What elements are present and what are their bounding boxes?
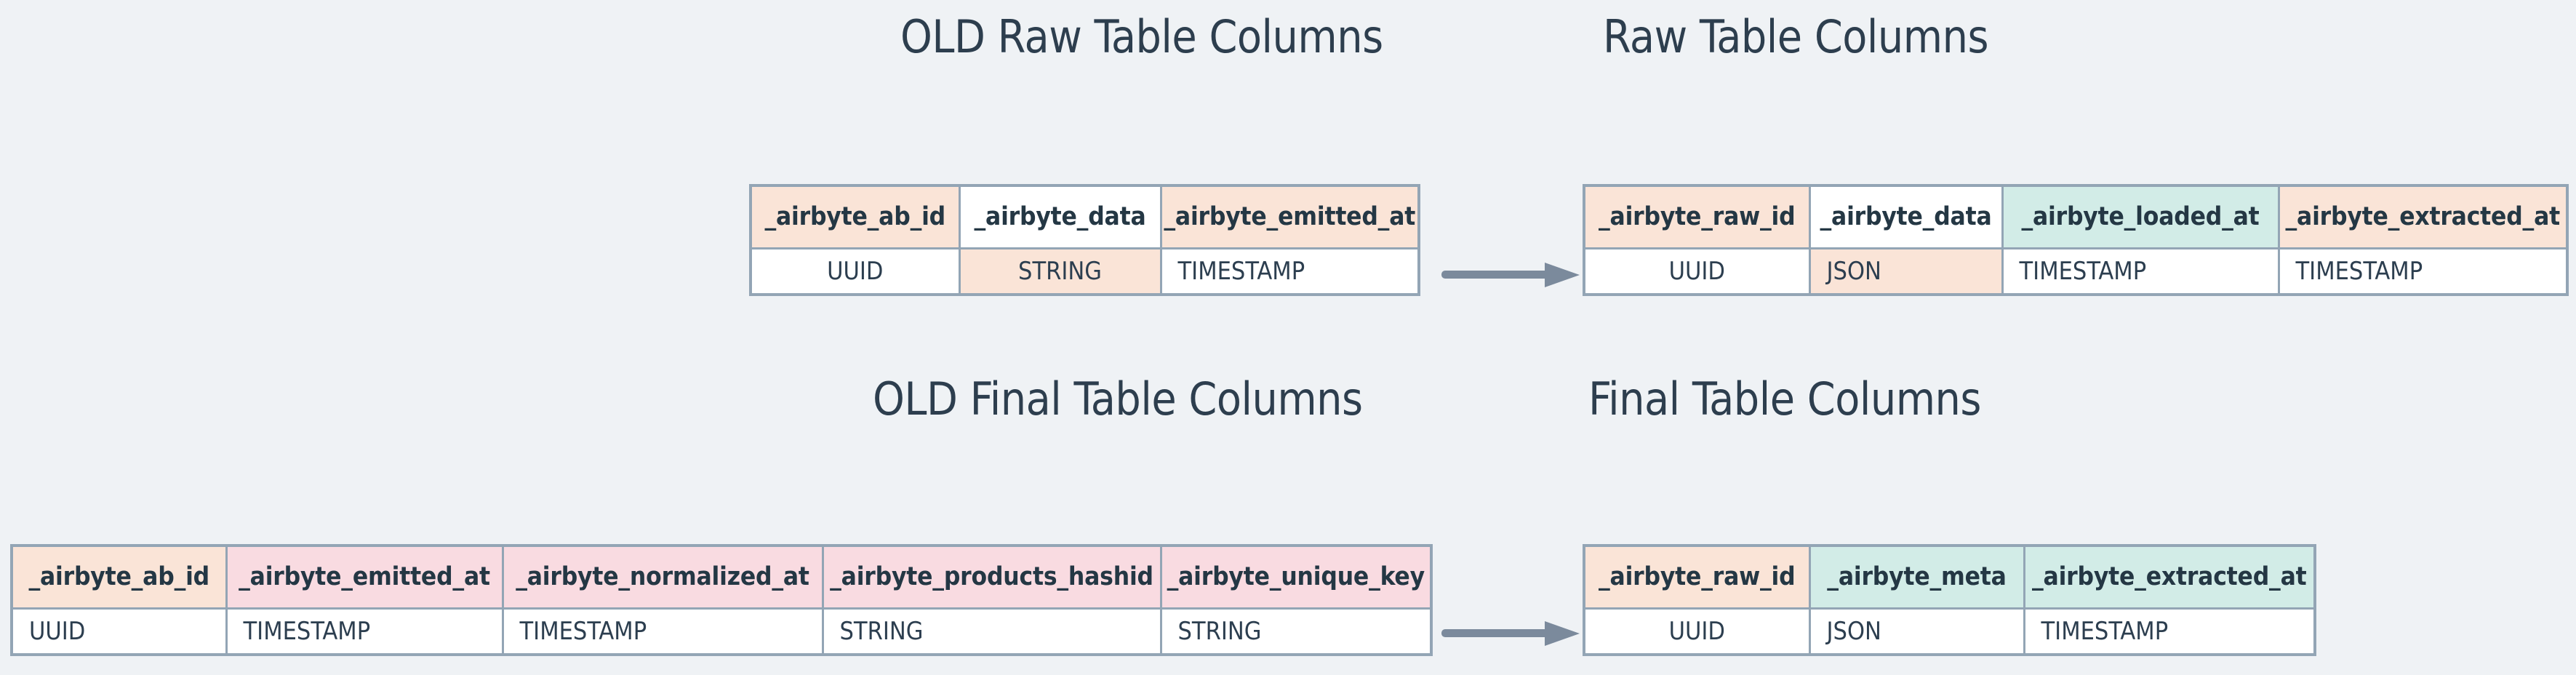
column-type-cell: TIMESTAMP xyxy=(501,607,824,656)
column-type-cell: TIMESTAMP xyxy=(225,607,504,656)
column-header-cell: _airbyte_unique_key xyxy=(1159,544,1433,610)
column-header-cell: _airbyte_raw_id xyxy=(1583,184,1811,249)
title-new-final-table: Final Table Columns xyxy=(1588,372,1981,426)
table-value-row: UUID TIMESTAMP TIMESTAMP STRING STRING xyxy=(10,607,1433,656)
title-new-raw-table: Raw Table Columns xyxy=(1603,10,1989,63)
column-header-cell: _airbyte_data xyxy=(1808,184,2004,249)
table-header-row: _airbyte_raw_id _airbyte_data _airbyte_l… xyxy=(1583,184,2569,249)
column-type-cell: TIMESTAMP xyxy=(1159,247,1420,296)
column-type-cell: TIMESTAMP xyxy=(2277,247,2569,296)
table-header-row: _airbyte_raw_id _airbyte_meta _airbyte_e… xyxy=(1583,544,2316,610)
table-value-row: UUID JSON TIMESTAMP xyxy=(1583,607,2316,656)
column-header-cell: _airbyte_data xyxy=(958,184,1162,249)
final-migration-arrow-icon xyxy=(1441,617,1580,650)
column-type-cell: STRING xyxy=(958,247,1162,296)
column-header-cell: _airbyte_raw_id xyxy=(1583,544,1811,610)
new-final-table: _airbyte_raw_id _airbyte_meta _airbyte_e… xyxy=(1583,544,2316,656)
column-header-cell: _airbyte_ab_id xyxy=(749,184,961,249)
column-type-cell: UUID xyxy=(749,247,961,296)
column-header-cell: _airbyte_extracted_at xyxy=(2023,544,2316,610)
table-header-row: _airbyte_ab_id _airbyte_data _airbyte_em… xyxy=(749,184,1420,249)
raw-migration-arrow-icon xyxy=(1441,258,1580,292)
column-type-cell: UUID xyxy=(1583,247,1811,296)
column-header-cell: _airbyte_products_hashid xyxy=(821,544,1162,610)
new-raw-table: _airbyte_raw_id _airbyte_data _airbyte_l… xyxy=(1583,184,2569,296)
old-raw-table: _airbyte_ab_id _airbyte_data _airbyte_em… xyxy=(749,184,1420,296)
column-header-cell: _airbyte_emitted_at xyxy=(225,544,504,610)
column-header-cell: _airbyte_ab_id xyxy=(10,544,228,610)
column-type-cell: JSON xyxy=(1808,607,2025,656)
column-type-cell: TIMESTAMP xyxy=(2023,607,2316,656)
table-value-row: UUID JSON TIMESTAMP TIMESTAMP xyxy=(1583,247,2569,296)
column-type-cell: STRING xyxy=(821,607,1162,656)
column-header-cell: _airbyte_meta xyxy=(1808,544,2025,610)
title-old-final-table: OLD Final Table Columns xyxy=(873,372,1363,426)
column-header-cell: _airbyte_loaded_at xyxy=(2001,184,2280,249)
column-type-cell: TIMESTAMP xyxy=(2001,247,2280,296)
column-header-cell: _airbyte_normalized_at xyxy=(501,544,824,610)
title-old-raw-table: OLD Raw Table Columns xyxy=(900,10,1383,63)
column-type-cell: UUID xyxy=(10,607,228,656)
table-value-row: UUID STRING TIMESTAMP xyxy=(749,247,1420,296)
old-final-table: _airbyte_ab_id _airbyte_emitted_at _airb… xyxy=(10,544,1433,656)
column-type-cell: STRING xyxy=(1159,607,1433,656)
column-header-cell: _airbyte_extracted_at xyxy=(2277,184,2569,249)
column-type-cell: JSON xyxy=(1808,247,2004,296)
column-type-cell: UUID xyxy=(1583,607,1811,656)
table-header-row: _airbyte_ab_id _airbyte_emitted_at _airb… xyxy=(10,544,1433,610)
column-header-cell: _airbyte_emitted_at xyxy=(1159,184,1420,249)
